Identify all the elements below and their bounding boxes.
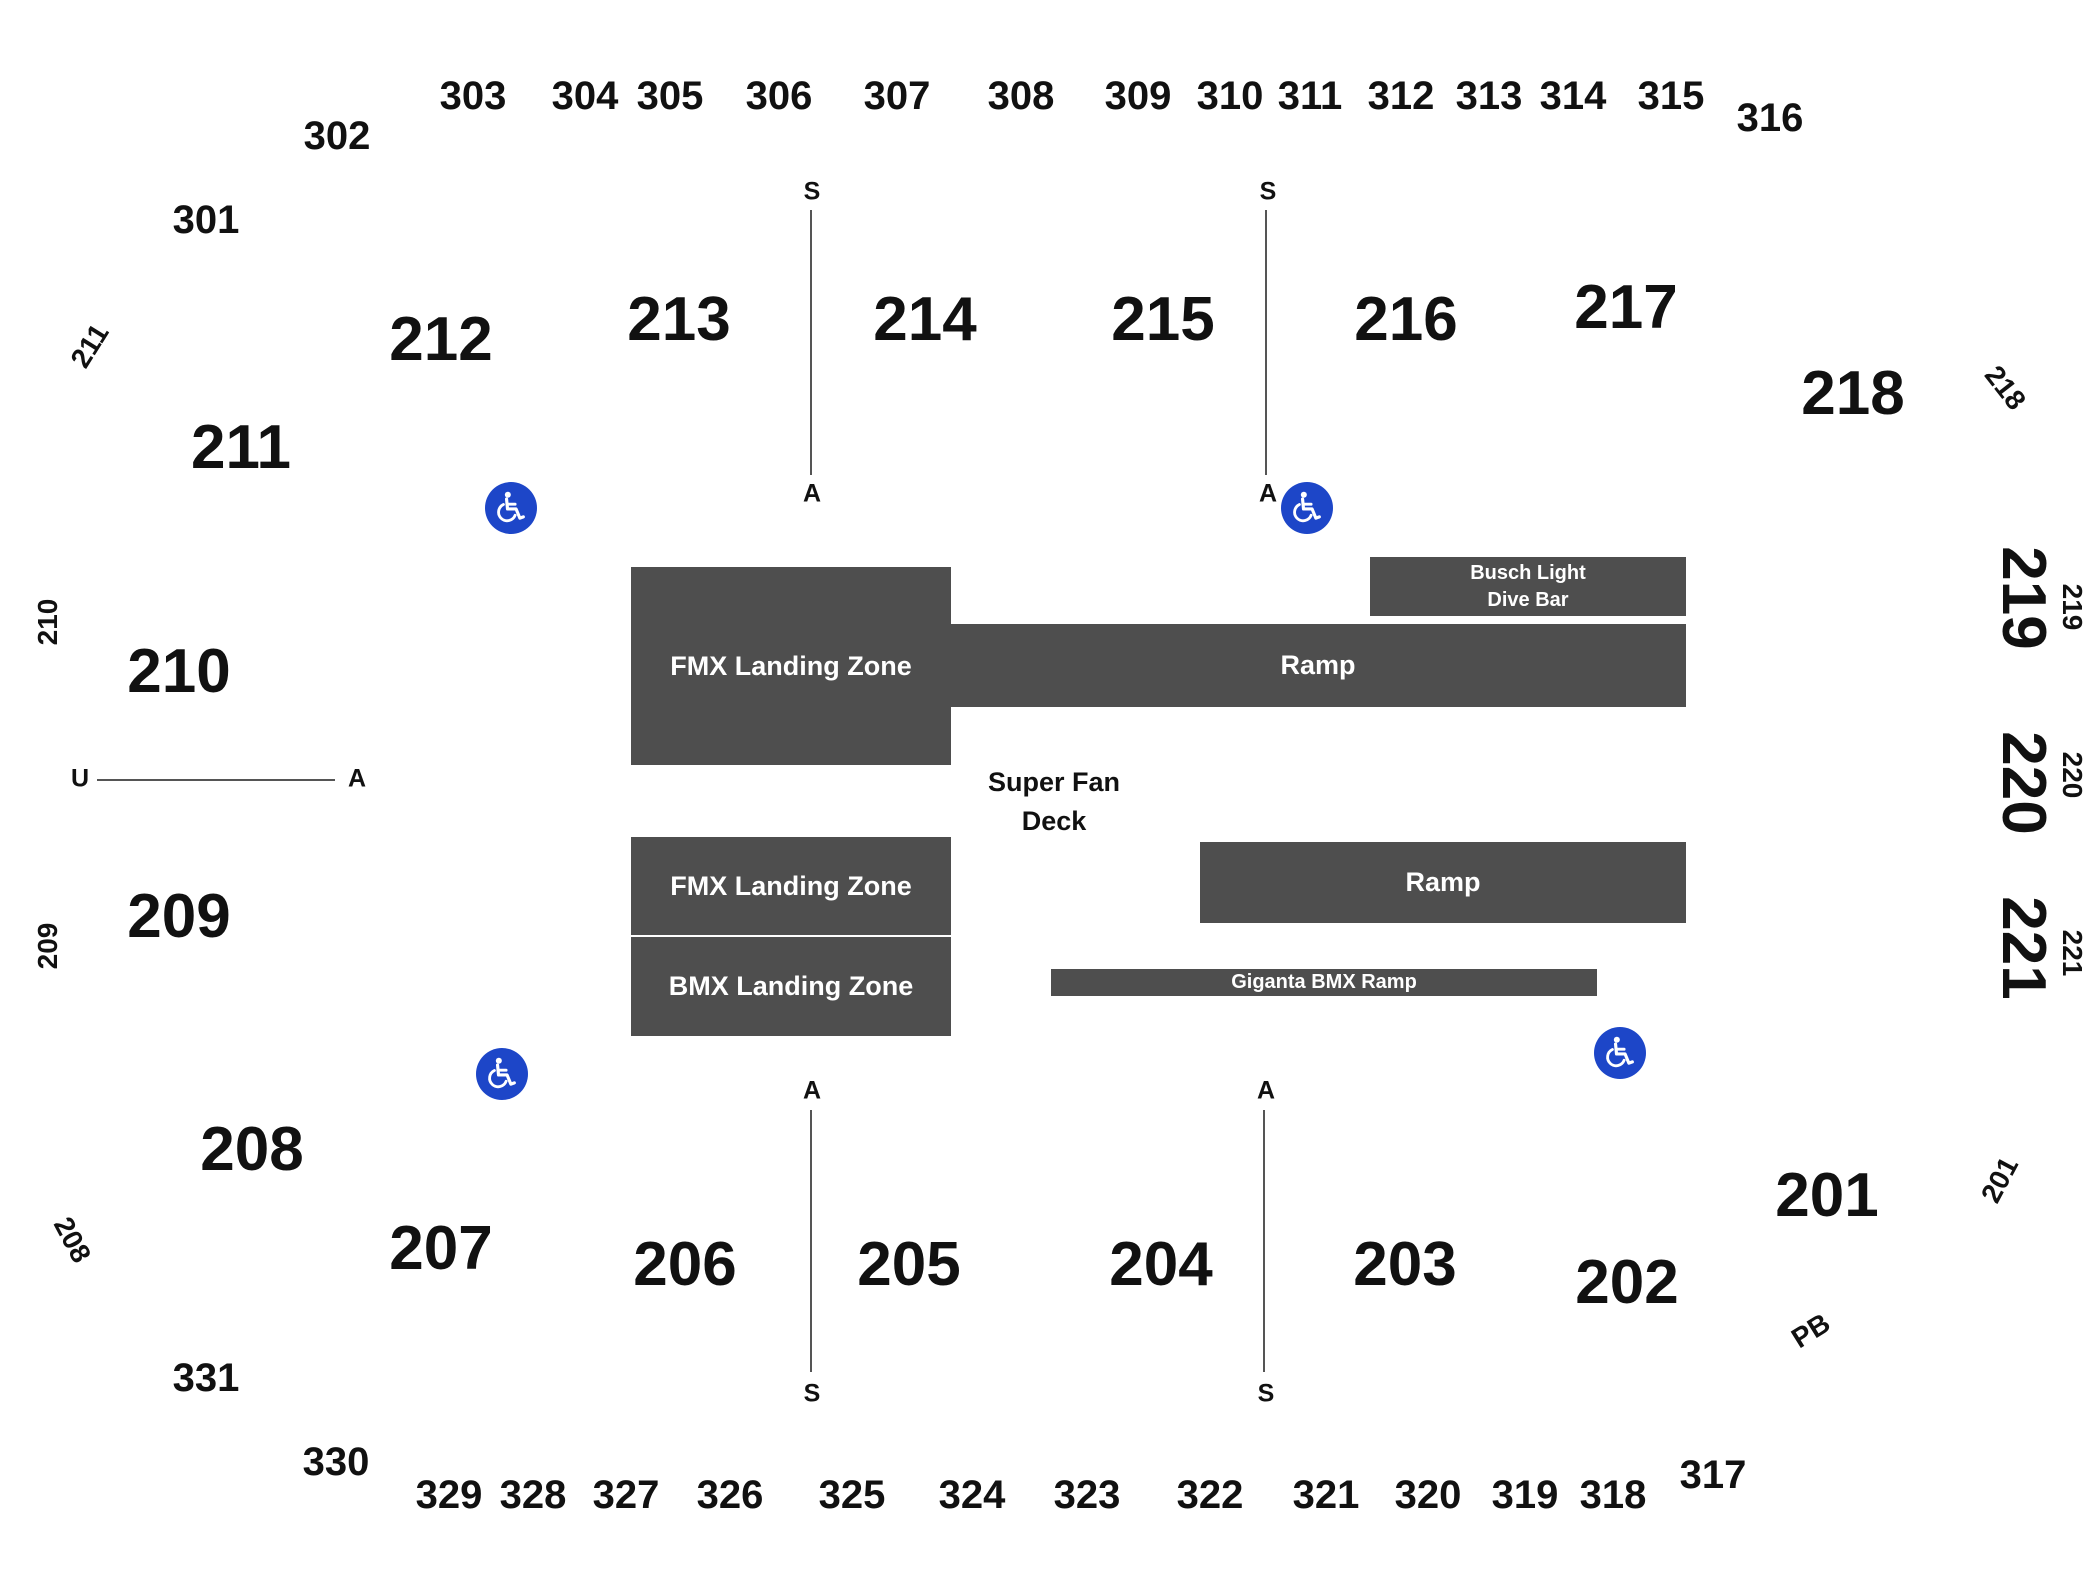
side-label-211: 211 xyxy=(64,318,115,374)
wheelchair-icon-graphic xyxy=(488,1057,516,1089)
aisle-letter-s: S xyxy=(803,1379,821,1408)
section-329[interactable]: 329 xyxy=(415,1473,483,1517)
section-210[interactable]: 210 xyxy=(127,637,231,706)
ramp-top[interactable]: Ramp xyxy=(950,624,1686,707)
side-label-221: 221 xyxy=(2057,929,2088,977)
section-204[interactable]: 204 xyxy=(1109,1230,1213,1299)
section-217[interactable]: 217 xyxy=(1574,273,1678,342)
section-317[interactable]: 317 xyxy=(1679,1453,1747,1497)
section-214[interactable]: 214 xyxy=(873,285,977,354)
section-302[interactable]: 302 xyxy=(303,114,371,158)
section-326[interactable]: 326 xyxy=(696,1473,764,1517)
section-308[interactable]: 308 xyxy=(987,74,1055,118)
section-201[interactable]: 201 xyxy=(1775,1161,1879,1230)
aisle-line xyxy=(97,779,335,781)
section-304[interactable]: 304 xyxy=(551,74,619,118)
section-307[interactable]: 307 xyxy=(863,74,931,118)
section-323[interactable]: 323 xyxy=(1053,1473,1121,1517)
section-309[interactable]: 309 xyxy=(1104,74,1172,118)
section-208[interactable]: 208 xyxy=(200,1115,304,1184)
wheelchair-icon[interactable] xyxy=(476,1048,528,1100)
section-211[interactable]: 211 xyxy=(190,413,292,482)
bmx-landing-zone[interactable]: BMX Landing Zone xyxy=(631,937,951,1036)
section-328[interactable]: 328 xyxy=(499,1473,567,1517)
fmx-landing-zone-top[interactable]: FMX Landing Zone xyxy=(631,567,951,765)
section-206[interactable]: 206 xyxy=(633,1230,737,1299)
side-label-201: 201 xyxy=(1974,1151,2025,1208)
section-213[interactable]: 213 xyxy=(627,285,731,354)
section-312[interactable]: 312 xyxy=(1367,74,1435,118)
ramp-bottom[interactable]: Ramp xyxy=(1200,842,1686,923)
deck-text: Deck xyxy=(1021,806,1087,836)
aisle-letter-a: A xyxy=(1258,479,1278,508)
section-316[interactable]: 316 xyxy=(1736,96,1804,140)
wheelchair-icon[interactable] xyxy=(1594,1027,1646,1079)
dive-bar-label: Dive Bar xyxy=(1487,588,1569,611)
section-314[interactable]: 314 xyxy=(1539,74,1607,118)
side-label-219: 219 xyxy=(2057,583,2088,631)
side-label-208: 208 xyxy=(47,1211,98,1268)
section-303[interactable]: 303 xyxy=(439,74,507,118)
aisle-letter-a: A xyxy=(802,1076,822,1105)
section-318[interactable]: 318 xyxy=(1579,1473,1647,1517)
aisle-letter-s: S xyxy=(1257,1379,1275,1408)
aisle-letter-s: S xyxy=(1259,177,1277,206)
section-330[interactable]: 330 xyxy=(302,1440,370,1484)
wheelchair-icon-graphic xyxy=(497,491,525,523)
super-fan-deck-label[interactable]: Super Fan Deck xyxy=(988,763,1120,841)
section-320[interactable]: 320 xyxy=(1394,1473,1462,1517)
section-324[interactable]: 324 xyxy=(938,1473,1006,1517)
section-319[interactable]: 319 xyxy=(1491,1473,1559,1517)
section-212[interactable]: 212 xyxy=(389,305,493,374)
section-218[interactable]: 218 xyxy=(1801,359,1905,428)
side-label-210: 210 xyxy=(32,598,63,646)
aisle-letter-a: A xyxy=(347,764,367,793)
section-315[interactable]: 315 xyxy=(1637,74,1705,118)
aisle-line xyxy=(810,1110,812,1372)
section-203[interactable]: 203 xyxy=(1353,1230,1457,1299)
section-221[interactable]: 221 xyxy=(1989,896,2058,1000)
pb-label: PB xyxy=(1786,1307,1836,1355)
fmx-landing-zone-bottom[interactable]: FMX Landing Zone xyxy=(631,837,951,935)
section-301[interactable]: 301 xyxy=(172,198,240,242)
section-207[interactable]: 207 xyxy=(389,1214,493,1283)
busch-light-label: Busch Light xyxy=(1470,561,1586,584)
super-fan-text: Super Fan xyxy=(987,766,1121,797)
wheelchair-icon[interactable] xyxy=(1281,482,1333,534)
section-215[interactable]: 215 xyxy=(1111,285,1215,354)
section-209[interactable]: 209 xyxy=(127,882,231,951)
section-216[interactable]: 216 xyxy=(1354,285,1458,354)
aisle-letter-a: A xyxy=(1256,1076,1276,1105)
giganta-bmx-ramp[interactable]: Giganta BMX Ramp xyxy=(1051,969,1597,996)
section-311[interactable]: 311 xyxy=(1277,74,1343,118)
section-306[interactable]: 306 xyxy=(745,74,813,118)
section-331[interactable]: 331 xyxy=(172,1356,240,1400)
aisle-letter-u: U xyxy=(70,764,90,793)
wheelchair-icon-graphic xyxy=(1606,1036,1634,1068)
side-label-209: 209 xyxy=(32,922,63,970)
section-219[interactable]: 219 xyxy=(1989,546,2058,650)
section-310[interactable]: 310 xyxy=(1196,74,1264,118)
aisle-letter-s: S xyxy=(803,177,821,206)
section-321[interactable]: 321 xyxy=(1292,1473,1360,1517)
side-label-220: 220 xyxy=(2057,751,2088,799)
side-label-218: 218 xyxy=(1978,359,2032,416)
aisle-line xyxy=(810,210,812,475)
section-325[interactable]: 325 xyxy=(818,1473,886,1517)
wheelchair-icon[interactable] xyxy=(485,482,537,534)
aisle-letter-a: A xyxy=(802,479,822,508)
section-205[interactable]: 205 xyxy=(857,1230,961,1299)
section-322[interactable]: 322 xyxy=(1176,1473,1244,1517)
section-220[interactable]: 220 xyxy=(1989,731,2058,835)
aisle-line xyxy=(1263,1110,1265,1372)
section-202[interactable]: 202 xyxy=(1575,1248,1679,1317)
section-305[interactable]: 305 xyxy=(636,74,704,118)
section-313[interactable]: 313 xyxy=(1455,74,1523,118)
aisle-line xyxy=(1265,210,1267,475)
section-327[interactable]: 327 xyxy=(592,1473,660,1517)
busch-light-dive-bar[interactable]: Busch Light Dive Bar xyxy=(1370,557,1686,616)
wheelchair-icon-graphic xyxy=(1293,491,1321,523)
